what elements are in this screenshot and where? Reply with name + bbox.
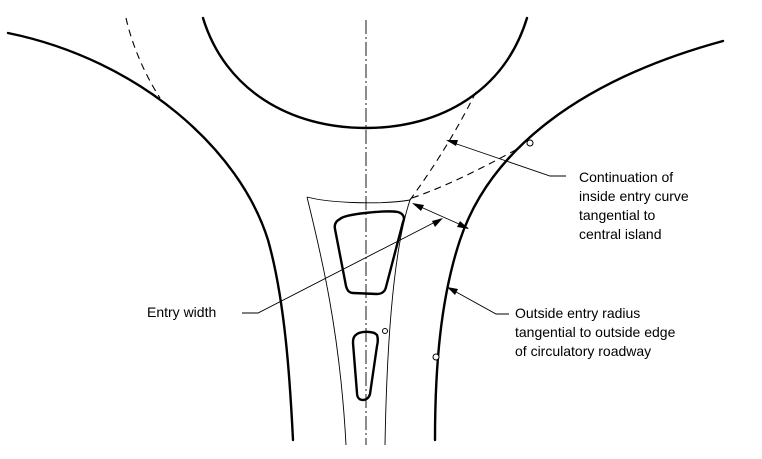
outside-entry-label: Outside entry radius tangential to outsi… [515, 305, 679, 359]
inside-entry-curve-continuation [409, 91, 477, 201]
entry-width-label: Entry width [147, 304, 216, 320]
continuation-leader-arrow [446, 140, 458, 146]
lower-splitter-island [351, 330, 379, 402]
tangent-point-island [382, 328, 388, 334]
left-road-edge [6, 31, 295, 442]
upper-splitter-island [333, 210, 406, 296]
central-island-edge [201, 16, 529, 130]
continuation-label: Continuation of inside entry curve tange… [579, 169, 693, 242]
tangent-point-right-lower [432, 353, 440, 361]
entry-width-arrow-right [457, 221, 469, 229]
outside-entry-leader [448, 287, 509, 315]
splitter-island-outline [306, 196, 411, 446]
entry-width-leader [242, 218, 442, 314]
continuation-leader [447, 140, 566, 177]
entry-width-leader-arrow [432, 218, 443, 227]
entry-width-arrow-left [412, 203, 424, 211]
central-island-tangent-dashed [411, 146, 522, 199]
tangent-point-top [526, 139, 534, 147]
outside-entry-leader-arrow [447, 287, 458, 295]
left-dashed-continuation [125, 17, 161, 99]
